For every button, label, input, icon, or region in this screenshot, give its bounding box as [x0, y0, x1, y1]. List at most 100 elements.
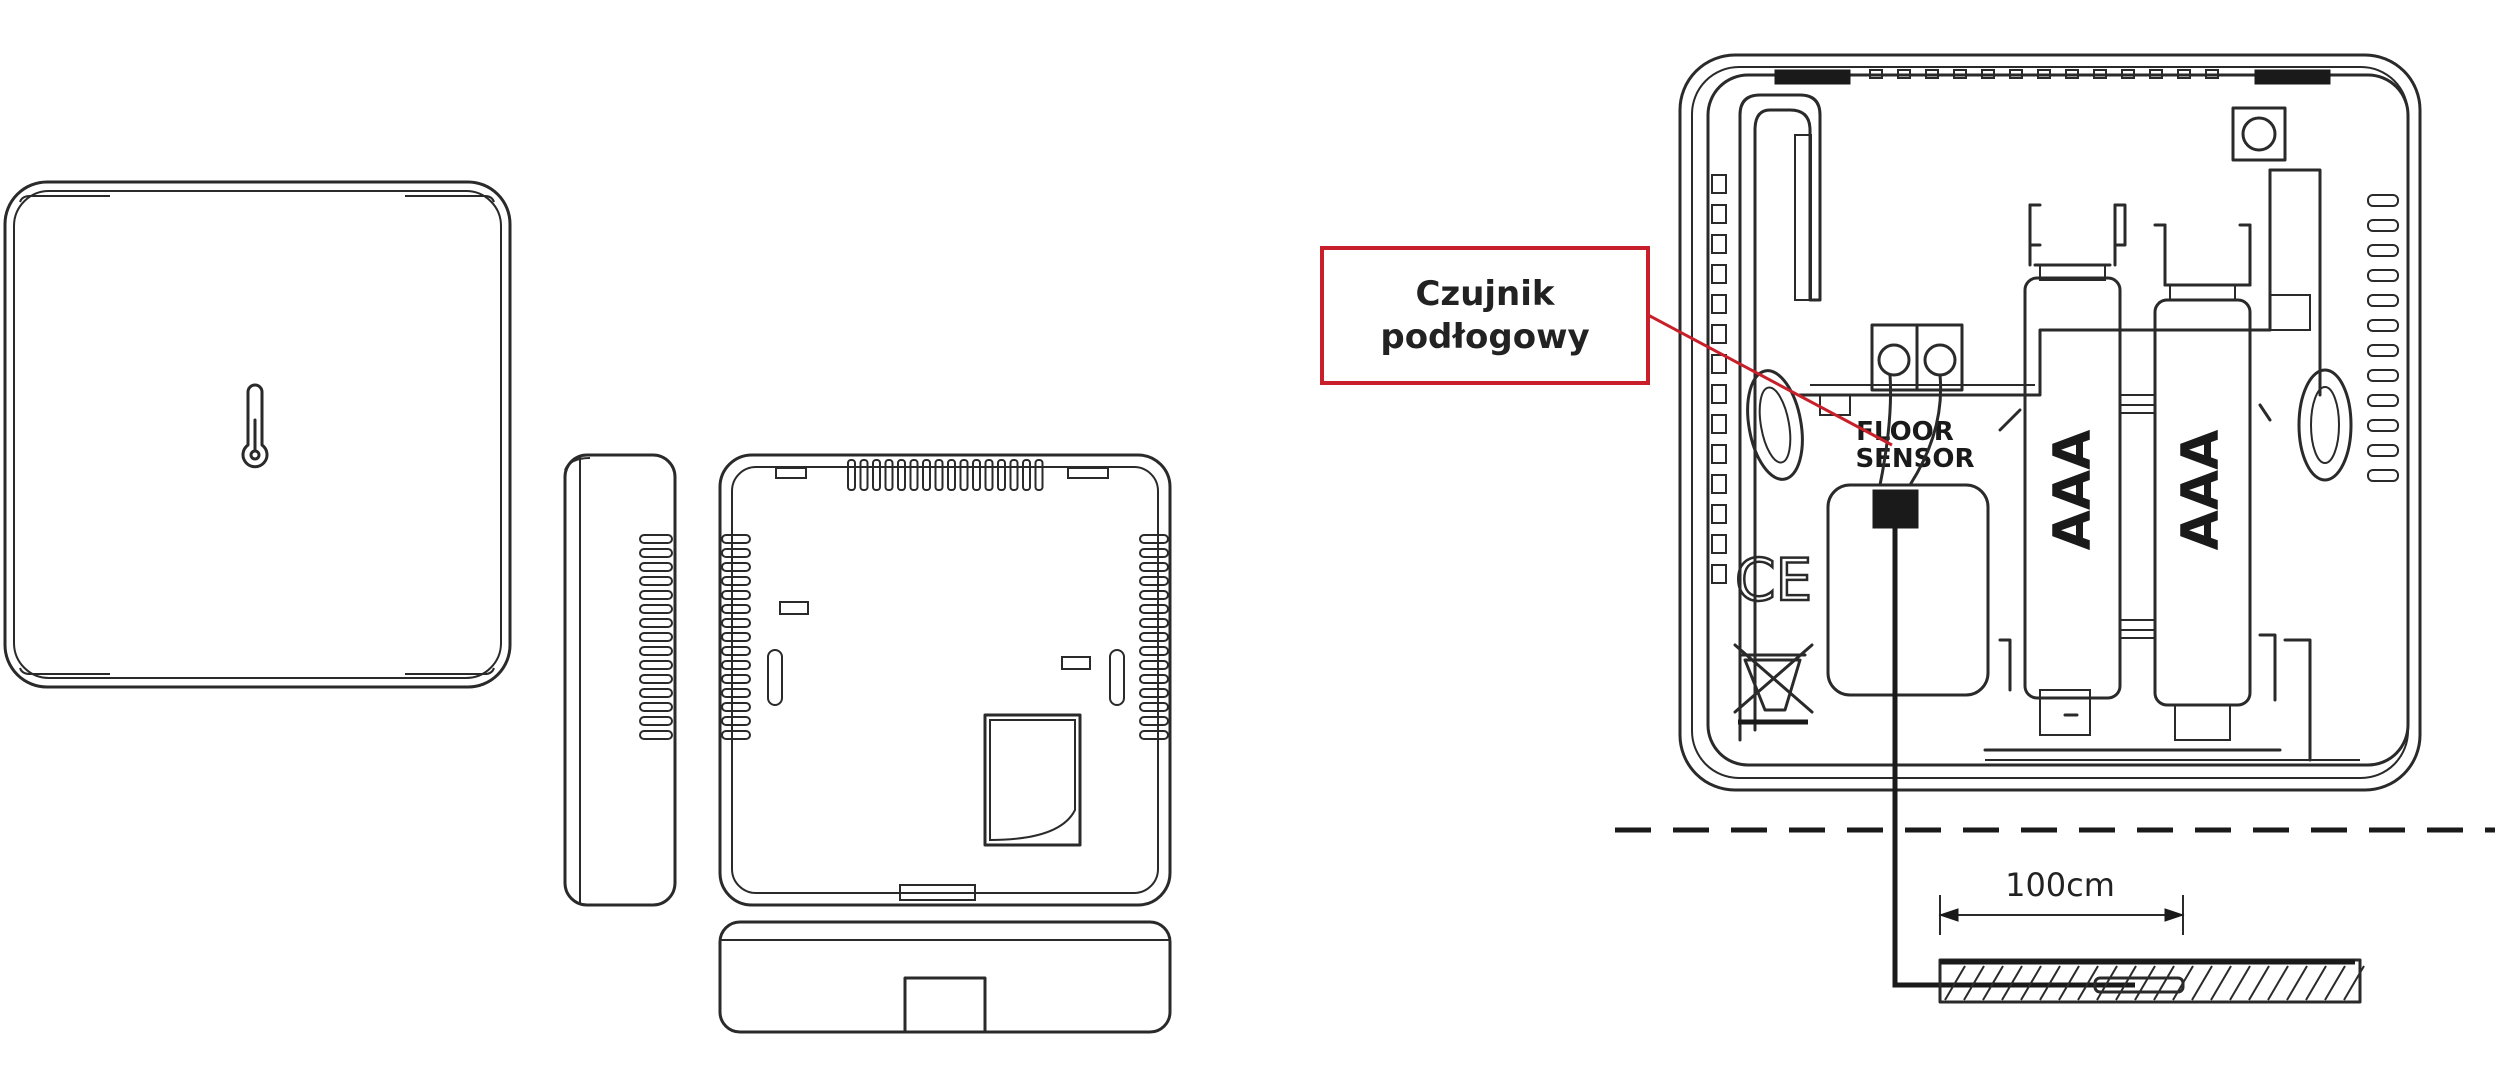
top-vent-slot: [1022, 459, 1031, 491]
left-tooth: [1711, 564, 1727, 584]
side-vent-slot: [639, 660, 673, 670]
left-tooth: [1711, 504, 1727, 524]
hatch-line: [2191, 965, 2213, 1001]
side-vent-slot: [639, 646, 673, 656]
top-notch: [2121, 69, 2135, 79]
side-vent-slot: [639, 632, 673, 642]
left-vent-slot: [721, 688, 751, 698]
left-tooth: [1711, 294, 1727, 314]
top-notch: [2037, 69, 2051, 79]
left-vent-slot: [721, 660, 751, 670]
right-side-vents: [2367, 194, 2399, 482]
right-vent-slot: [1139, 702, 1169, 712]
right-vent-slot: [1139, 632, 1169, 642]
mounting-slot-right: [2297, 368, 2353, 482]
left-vent-slot: [721, 632, 751, 642]
left-vent-slot: [721, 618, 751, 628]
floor-section: [1938, 958, 2365, 1004]
hatch-line: [2305, 965, 2327, 1001]
hatch-line: [2210, 965, 2232, 1001]
side-vent-slot: [639, 674, 673, 684]
right-vent-slot: [1139, 534, 1169, 544]
hatch-line: [2001, 965, 2023, 1001]
top-notch: [2177, 69, 2191, 79]
floor-sensor-label-line2: SENSOR: [1855, 444, 1974, 474]
side-view: [563, 453, 677, 907]
right-side-vent-slot: [2367, 444, 2399, 457]
hatch-line: [2229, 965, 2251, 1001]
right-vent-slot: [1139, 716, 1169, 726]
right-vent-slot: [1139, 562, 1169, 572]
callout-line2: podłogowy: [1380, 317, 1589, 357]
hatch-line: [1944, 965, 1966, 1001]
hatch-line: [2115, 965, 2137, 1001]
left-vent-slot: [721, 576, 751, 586]
left-tooth: [1711, 264, 1727, 284]
right-side-vent-slot: [2367, 219, 2399, 232]
left-vent-slot: [721, 646, 751, 656]
right-vent-slot: [1139, 590, 1169, 600]
left-vent-slot: [721, 604, 751, 614]
hatch-line: [2039, 965, 2061, 1001]
left-tooth: [1711, 414, 1727, 434]
top-vent-slot: [897, 459, 906, 491]
hatch-line: [2324, 965, 2346, 1001]
top-vent-slot: [884, 459, 894, 491]
bottom-view: [718, 920, 1172, 1034]
ce-mark: CE: [1735, 546, 1812, 614]
right-side-vent-slot: [2367, 294, 2399, 307]
right-vent-slot: [1139, 660, 1169, 670]
top-vent-slot: [972, 459, 981, 491]
length-dimension: 100cm: [1938, 866, 2185, 935]
right-vent-slot: [1139, 618, 1169, 628]
reset-button: [2231, 106, 2287, 162]
top-vent-slot: [1034, 459, 1044, 491]
right-vent-slot: [1139, 730, 1169, 740]
top-notch: [1981, 69, 1995, 79]
left-tooth: [1711, 174, 1727, 194]
right-side-vent-slot: [2367, 419, 2399, 432]
hatch-line: [2058, 965, 2080, 1001]
right-side-vent-slot: [2367, 344, 2399, 357]
right-vents: [1139, 534, 1169, 740]
crossed-bin-icon: [1733, 643, 1814, 725]
side-vent-slot: [639, 576, 673, 586]
right-side-vent-slot: [2367, 269, 2399, 282]
hatch-line: [2020, 965, 2042, 1001]
floor-sensor-terminal: FLOOR SENSOR: [1819, 323, 1975, 474]
hatch-line: [2343, 965, 2365, 1001]
right-side-vent-slot: [2367, 369, 2399, 382]
top-vent-slot: [934, 459, 944, 491]
floor-sensor-label-line1: FLOOR: [1856, 417, 1954, 447]
hatch-line: [2096, 965, 2118, 1001]
left-tooth: [1711, 474, 1727, 494]
side-vents: [639, 534, 673, 740]
top-vents: [847, 459, 1044, 491]
installation-view: FLOOR SENSOR: [1320, 53, 2495, 1004]
left-teeth: [1711, 174, 1727, 584]
hatch-line: [2286, 965, 2308, 1001]
right-side-vent-slot: [2367, 244, 2399, 257]
battery-holder-left: [2023, 203, 2127, 736]
hatch-line: [2153, 965, 2175, 1001]
top-notches: [1869, 69, 2219, 79]
right-side-vent-slot: [2367, 394, 2399, 407]
right-side-vent-slot: [2367, 319, 2399, 332]
right-vent-slot: [1139, 674, 1169, 684]
top-vent-slot: [859, 459, 869, 491]
battery-label-left: AAA: [2043, 430, 2103, 551]
battery-label-right: AAA: [2171, 430, 2231, 551]
floor-hatch: [1944, 965, 2365, 1001]
front-view: [3, 180, 512, 689]
side-vent-slot: [639, 716, 673, 726]
dimension-label: 100cm: [2005, 866, 2115, 904]
right-vent-slot: [1139, 604, 1169, 614]
side-vent-slot: [639, 618, 673, 628]
right-side-vent-slot: [2367, 194, 2399, 207]
left-vent-slot: [721, 562, 751, 572]
cable-clamp: [1872, 489, 1919, 529]
hatch-line: [2077, 965, 2099, 1001]
hatch-line: [2134, 965, 2156, 1001]
right-vent-slot: [1139, 548, 1169, 558]
